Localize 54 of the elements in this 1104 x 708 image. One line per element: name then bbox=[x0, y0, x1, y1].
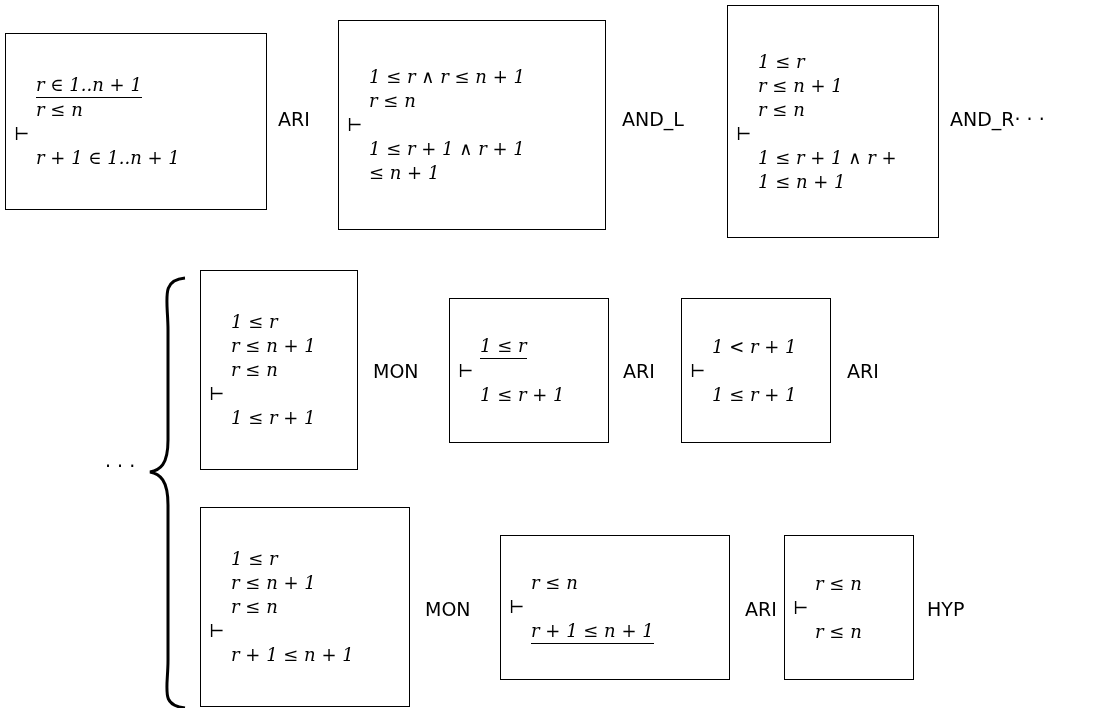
formula-text: r ≤ n bbox=[36, 98, 83, 122]
turnstile: ⊢ bbox=[14, 122, 30, 146]
rule-name: AND_R· · · bbox=[950, 108, 1045, 130]
formula-text: 1 ≤ r bbox=[231, 310, 278, 334]
formula-text: r ≤ n bbox=[758, 97, 805, 122]
rule-name: MON bbox=[373, 360, 419, 382]
formula-text: r ≤ n bbox=[231, 358, 278, 382]
formula-text: r + 1 ≤ n + 1 bbox=[231, 643, 354, 667]
turnstile: ⊢ bbox=[209, 619, 225, 643]
formula-text: r ≤ n bbox=[815, 571, 862, 596]
formula-text: r + 1 ∈ 1..n + 1 bbox=[36, 146, 180, 170]
formula-text: r ≤ n bbox=[815, 619, 862, 644]
turnstile: ⊢ bbox=[793, 595, 809, 620]
sequent-box bbox=[200, 270, 358, 470]
sequent-box bbox=[500, 535, 730, 680]
formula-text: r ≤ n + 1 bbox=[231, 571, 316, 595]
formula-text: r ∈ 1..n + 1 bbox=[36, 73, 142, 98]
turnstile: ⊢ bbox=[209, 382, 225, 406]
formula-text: 1 < r + 1 bbox=[712, 334, 797, 359]
formula-text: r ≤ n + 1 bbox=[231, 334, 316, 358]
formula-text: 1 ≤ r ∧ r ≤ n + 1 bbox=[369, 65, 525, 89]
rule-name: MON bbox=[425, 598, 471, 620]
formula-text: 1 ≤ r bbox=[231, 547, 278, 571]
turnstile: ⊢ bbox=[347, 113, 363, 137]
turnstile: ⊢ bbox=[509, 595, 525, 619]
sequent-box bbox=[5, 33, 267, 210]
formula-text: r ≤ n + 1 bbox=[758, 73, 843, 98]
turnstile: ⊢ bbox=[736, 121, 752, 146]
rule-name: ARI bbox=[847, 360, 879, 382]
sequent-box bbox=[681, 298, 831, 443]
formula-text: 1 ≤ r bbox=[758, 49, 805, 74]
rule-name: HYP bbox=[927, 598, 965, 620]
rule-name: ARI bbox=[278, 108, 310, 130]
sequent-box bbox=[338, 20, 606, 230]
turnstile: ⊢ bbox=[458, 359, 474, 383]
rule-name: AND_L bbox=[622, 108, 684, 130]
formula-text: 1 ≤ r + 1 bbox=[712, 382, 797, 407]
sequent-box bbox=[449, 298, 609, 443]
rule-name: ARI bbox=[623, 360, 655, 382]
sequent-box bbox=[784, 535, 914, 680]
turnstile: ⊢ bbox=[690, 358, 706, 383]
formula-text: r ≤ n bbox=[231, 595, 278, 619]
formula-text: r ≤ n bbox=[369, 89, 416, 113]
formula-text: 1 ≤ r bbox=[480, 334, 527, 359]
sequent-box bbox=[727, 5, 939, 238]
formula-text: r ≤ n bbox=[531, 571, 578, 595]
formula-text: r + 1 ≤ n + 1 bbox=[531, 619, 654, 644]
formula-text: 1 ≤ r + 1 bbox=[480, 383, 565, 407]
ellipsis: · · · bbox=[105, 455, 136, 477]
formula-text: 1 ≤ r + 1 ∧ r + 1 ≤ n + 1 bbox=[369, 137, 526, 185]
formula-text: 1 ≤ r + 1 ∧ r + 1 ≤ n + 1 bbox=[758, 145, 898, 194]
formula-text: 1 ≤ r + 1 bbox=[231, 406, 316, 430]
sequent-box bbox=[200, 507, 410, 707]
rule-name: ARI bbox=[745, 598, 777, 620]
